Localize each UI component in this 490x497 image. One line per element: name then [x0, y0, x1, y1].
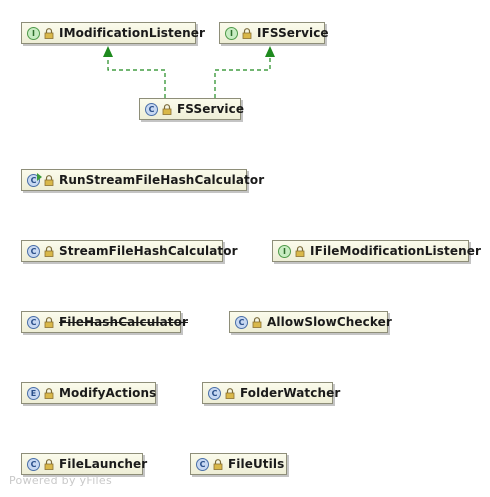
node-folder-watcher[interactable]: C FolderWatcher — [202, 382, 340, 404]
class-badge-icon: C — [145, 102, 158, 116]
node-label: AllowSlowChecker — [267, 315, 392, 329]
arrowhead-imodificationlistener — [103, 46, 113, 57]
node-file-utils[interactable]: C FileUtils — [190, 453, 287, 475]
interface-badge-icon: I — [225, 26, 238, 40]
node-label: IModificationListener — [59, 26, 206, 40]
class-badge-icon: C — [27, 315, 40, 329]
lock-icon — [252, 316, 262, 328]
node-label: ModifyActions — [59, 386, 157, 400]
node-ifs-service[interactable]: I IFSService — [219, 22, 329, 44]
node-allow-slow-checker[interactable]: C AllowSlowChecker — [229, 311, 392, 333]
edge-fsservice-to-imodificationlistener — [107, 56, 166, 98]
node-ifile-modification-listener[interactable]: I IFileModificationListener — [272, 240, 481, 262]
lock-icon — [44, 458, 54, 470]
enum-badge-icon: E — [27, 386, 40, 400]
node-stream-file-hash-calculator[interactable]: C StreamFileHashCalculator — [21, 240, 238, 262]
class-badge-icon: C — [235, 315, 248, 329]
node-file-hash-calculator[interactable]: C FileHashCalculator — [21, 311, 188, 333]
node-label: IFileModificationListener — [310, 244, 481, 258]
edge-fsservice-to-ifsservice — [214, 56, 271, 98]
class-badge-icon: C — [27, 457, 40, 471]
node-label: FSService — [177, 102, 245, 116]
node-label: FolderWatcher — [240, 386, 341, 400]
node-fs-service[interactable]: C FSService — [139, 98, 245, 120]
node-label: StreamFileHashCalculator — [59, 244, 238, 258]
node-label: RunStreamFileHashCalculator — [59, 173, 265, 187]
lock-icon — [44, 316, 54, 328]
lock-icon — [242, 27, 252, 39]
arrowhead-ifsservice — [265, 46, 275, 57]
node-label: FileUtils — [228, 457, 285, 471]
class-badge-icon: C — [27, 244, 40, 258]
lock-icon — [225, 387, 235, 399]
class-badge-icon: C — [196, 457, 209, 471]
watermark: Powered by yFiles — [9, 474, 112, 487]
lock-icon — [162, 103, 172, 115]
node-modify-actions[interactable]: E ModifyActions — [21, 382, 156, 404]
node-label: FileHashCalculator — [59, 315, 188, 329]
runnable-class-badge-icon: C — [27, 172, 42, 187]
node-imodification-listener[interactable]: I IModificationListener — [21, 22, 205, 44]
lock-icon — [44, 174, 54, 186]
lock-icon — [44, 27, 54, 39]
node-label: FileLauncher — [59, 457, 148, 471]
lock-icon — [295, 245, 305, 257]
node-run-stream-file-hash-calculator[interactable]: C RunStreamFileHashCalculator — [21, 169, 264, 191]
lock-icon — [44, 387, 54, 399]
node-file-launcher[interactable]: C FileLauncher — [21, 453, 147, 475]
interface-badge-icon: I — [27, 26, 40, 40]
lock-icon — [213, 458, 223, 470]
node-label: IFSService — [257, 26, 329, 40]
lock-icon — [44, 245, 54, 257]
interface-badge-icon: I — [278, 244, 291, 258]
class-badge-icon: C — [208, 386, 221, 400]
